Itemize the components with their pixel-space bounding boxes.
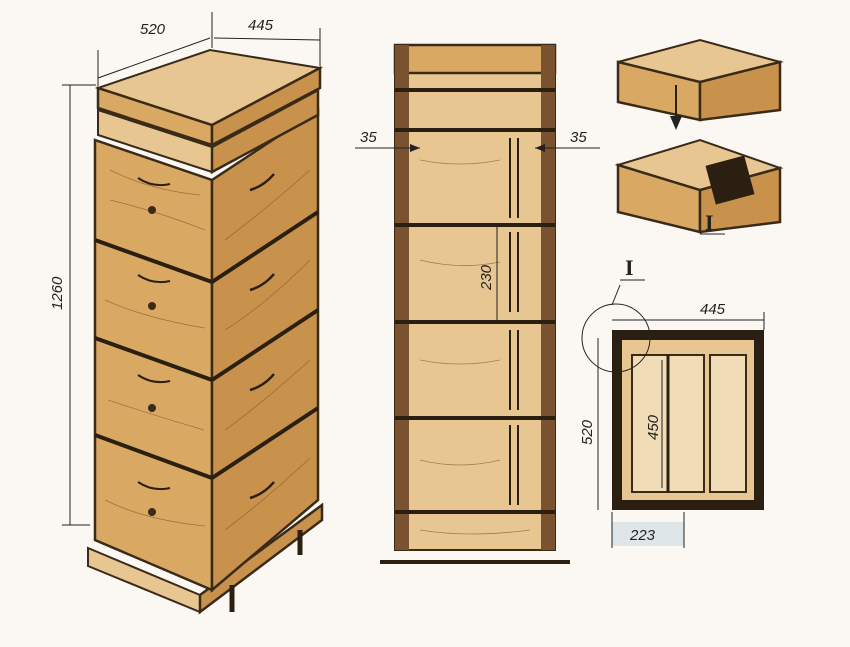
dim-shelf-spacing: 230 bbox=[478, 264, 495, 291]
entrance-hole bbox=[148, 302, 156, 310]
box-handle bbox=[249, 273, 275, 292]
joint-lower-side bbox=[698, 166, 782, 234]
detail-circle bbox=[581, 303, 651, 373]
box-separator bbox=[210, 308, 320, 382]
box-handle bbox=[137, 274, 171, 284]
dim-line-width bbox=[97, 37, 211, 79]
box-handle bbox=[137, 374, 171, 384]
dim-hive-width: 520 bbox=[140, 21, 166, 38]
frame-lug bbox=[509, 232, 519, 312]
box-handle bbox=[137, 177, 171, 187]
box-separator bbox=[94, 238, 213, 284]
box-separator bbox=[94, 336, 213, 382]
plan-partition bbox=[709, 354, 747, 493]
marker-plan: I bbox=[625, 255, 634, 280]
dim-plan-depth: 520 bbox=[579, 419, 596, 445]
entrance-hole bbox=[148, 404, 156, 412]
wood-grain bbox=[104, 169, 206, 527]
box-separator bbox=[210, 406, 320, 480]
hive-isometric-view: 520 445 1260 bbox=[49, 12, 324, 615]
dim-hive-depth: 445 bbox=[248, 17, 274, 34]
dim-plan-section: 223 bbox=[629, 527, 656, 544]
corner-joint-detail: I bbox=[614, 38, 784, 235]
wood-grain bbox=[419, 159, 531, 535]
dim-line-depth bbox=[213, 37, 321, 41]
box-handle bbox=[249, 481, 275, 500]
section-outer bbox=[394, 44, 556, 551]
dim-gap-left: 35 bbox=[360, 129, 377, 146]
hive-cover-band-side bbox=[210, 87, 320, 175]
frame-lug bbox=[509, 330, 519, 410]
box-handle bbox=[137, 481, 171, 491]
dim-plan-width: 445 bbox=[700, 301, 726, 318]
dim-arrow bbox=[535, 144, 545, 152]
section-roof bbox=[393, 43, 557, 75]
joint-upper-side bbox=[698, 60, 782, 122]
hive-roof-side bbox=[210, 65, 322, 148]
section-wall-left bbox=[395, 45, 409, 550]
frame-lug bbox=[509, 425, 519, 505]
section-wall-right bbox=[541, 45, 555, 550]
joint-slot bbox=[705, 155, 755, 205]
frame-lug bbox=[509, 138, 519, 218]
marker-joint: I bbox=[705, 210, 714, 235]
box-separator bbox=[94, 433, 213, 480]
entrance-hole bbox=[148, 508, 156, 516]
dim-gap-right: 35 bbox=[570, 129, 587, 146]
joint-arrow-head bbox=[670, 116, 682, 130]
box-handle bbox=[249, 373, 275, 392]
dim-arrow bbox=[410, 144, 420, 152]
dim-plan-section-bg bbox=[612, 522, 684, 546]
dim-plan-inner: 450 bbox=[645, 414, 662, 440]
entrance-hole bbox=[148, 206, 156, 214]
hive-section-view: 35 35 230 bbox=[355, 43, 600, 564]
box-handle bbox=[249, 173, 275, 192]
box-separator bbox=[210, 210, 320, 284]
marker-leader bbox=[611, 284, 621, 306]
wood-grain bbox=[224, 169, 311, 531]
plan-view: I 445 520 450 223 bbox=[579, 255, 765, 548]
dim-hive-height: 1260 bbox=[49, 276, 66, 310]
